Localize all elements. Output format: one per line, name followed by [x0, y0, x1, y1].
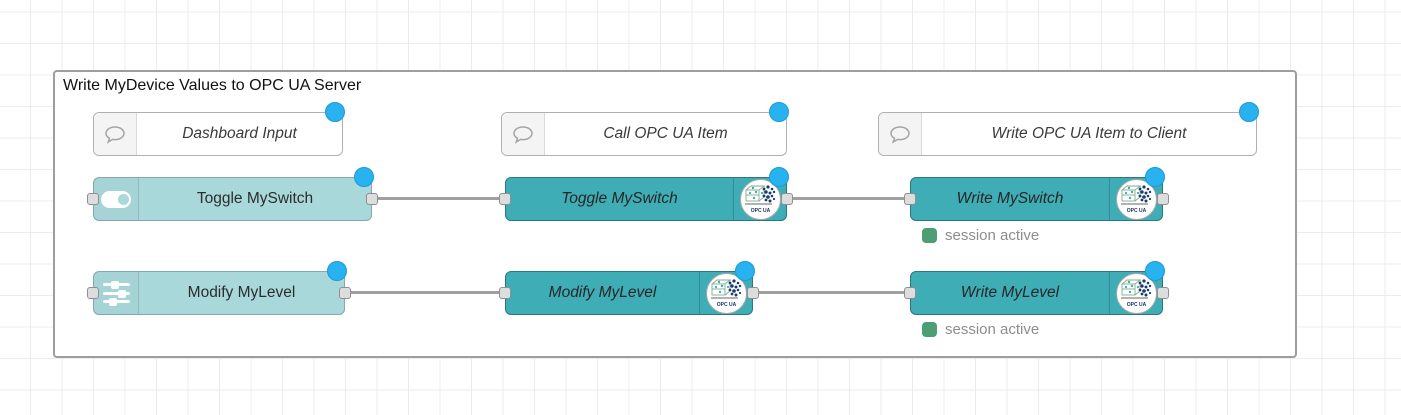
node-status: session active: [922, 321, 1039, 338]
input-port[interactable]: [904, 286, 916, 299]
opcua-logo-icon: OPC UA: [1115, 272, 1157, 314]
input-port[interactable]: [904, 192, 916, 205]
changed-indicator: [1145, 261, 1165, 281]
node-label: Write MySwitch: [956, 190, 1064, 207]
changed-indicator: [735, 261, 755, 281]
comment-bubble-icon: [513, 125, 533, 144]
comment-bubble-icon: [105, 125, 125, 144]
node-status: session active: [922, 227, 1039, 244]
node-icon-section: OPC UA: [1109, 272, 1162, 314]
status-text: session active: [945, 321, 1040, 338]
node-icon-section: OPC UA: [1109, 178, 1162, 220]
wire[interactable]: [751, 291, 911, 294]
node-label: Modify MyLevel: [548, 284, 657, 301]
comment-icon-section: [879, 113, 922, 155]
node-label: Modify MyLevel: [187, 284, 296, 301]
output-port[interactable]: [366, 192, 378, 205]
output-port[interactable]: [781, 192, 793, 205]
node-icon-section: [94, 272, 139, 314]
svg-text:OPC UA: OPC UA: [1126, 208, 1146, 214]
dashboard-node-modify-mylevel[interactable]: Modify MyLevel: [87, 261, 351, 315]
wire[interactable]: [785, 197, 911, 200]
output-port[interactable]: [1157, 286, 1169, 299]
changed-indicator: [769, 102, 789, 122]
changed-indicator: [1239, 102, 1259, 122]
dashboard-node-toggle-myswitch[interactable]: Toggle MySwitch: [87, 167, 378, 221]
opcua-logo-art: OPC UA: [744, 184, 775, 214]
input-port[interactable]: [499, 192, 511, 205]
opcua-call-node-modify-mylevel[interactable]: Modify MyLevel OPC UA: [499, 261, 759, 315]
node-icon-section: [94, 178, 139, 220]
node-label: Toggle MySwitch: [196, 190, 314, 207]
opcua-logo-art: OPC UA: [1120, 184, 1151, 214]
output-port[interactable]: [1157, 192, 1169, 205]
node-label: Toggle MySwitch: [561, 190, 678, 207]
svg-text:OPC UA: OPC UA: [1126, 302, 1146, 308]
comment-node-dashboard-input[interactable]: Dashboard Input: [93, 102, 345, 156]
comment-label: Call OPC UA Item: [603, 125, 728, 142]
comment-label: Dashboard Input: [182, 125, 297, 142]
svg-text:OPC UA: OPC UA: [716, 302, 736, 308]
input-port[interactable]: [499, 286, 511, 299]
opcua-logo-icon: OPC UA: [1115, 178, 1157, 220]
opcua-write-node-write-myswitch[interactable]: Write MySwitch OPC UA: [904, 167, 1169, 221]
opcua-logo-art: OPC UA: [710, 278, 741, 308]
opcua-write-node-write-mylevel[interactable]: Write MyLevel OPC UA: [904, 261, 1169, 315]
input-port[interactable]: [87, 192, 99, 205]
opcua-logo-art: OPC UA: [1120, 278, 1151, 308]
output-port[interactable]: [339, 286, 351, 299]
status-green-square: [922, 322, 937, 337]
changed-indicator: [769, 167, 789, 187]
opcua-call-node-toggle-myswitch[interactable]: Toggle MySwitch OPC UA: [499, 167, 793, 221]
svg-text:OPC UA: OPC UA: [750, 208, 770, 214]
changed-indicator: [325, 102, 345, 122]
comment-icon-section: [94, 113, 137, 155]
wire[interactable]: [370, 197, 510, 200]
group-label: Write MyDevice Values to OPC UA Server: [63, 77, 362, 94]
comment-icon-section: [502, 113, 545, 155]
comment-node-write-opcua-item[interactable]: Write OPC UA Item to Client: [878, 102, 1259, 156]
comment-node-call-opcua-item[interactable]: Call OPC UA Item: [501, 102, 789, 156]
output-port[interactable]: [747, 286, 759, 299]
status-green-square: [922, 228, 937, 243]
sliders-icon: [102, 281, 130, 306]
node-label: Write MyLevel: [960, 284, 1060, 301]
status-text: session active: [945, 227, 1040, 244]
wire[interactable]: [343, 291, 510, 294]
comment-label: Write OPC UA Item to Client: [991, 125, 1187, 142]
input-port[interactable]: [87, 286, 99, 299]
changed-indicator: [354, 167, 374, 187]
toggle-icon: [101, 190, 131, 208]
comment-bubble-icon: [890, 125, 910, 144]
changed-indicator: [327, 261, 347, 281]
changed-indicator: [1145, 167, 1165, 187]
